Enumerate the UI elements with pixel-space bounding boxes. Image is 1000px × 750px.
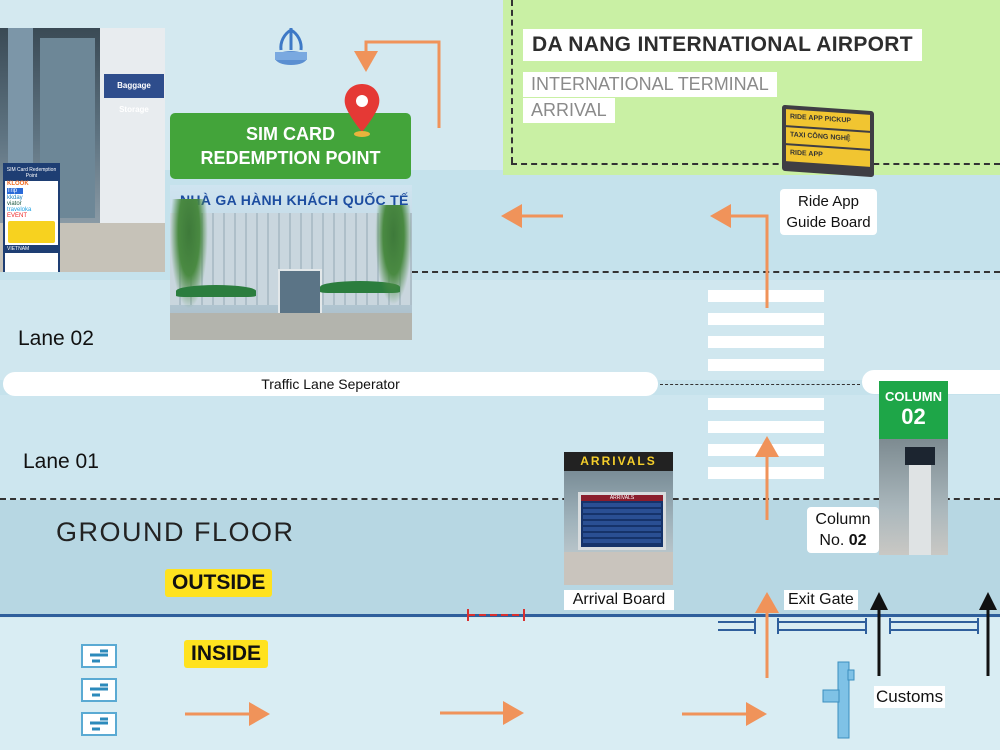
- arrival-screen: ARRIVALS: [578, 492, 666, 550]
- column-label: Column No. 02: [807, 507, 879, 553]
- stand-sim-card: [8, 221, 55, 243]
- location-pin-icon: [344, 84, 380, 137]
- ride-app-label-line1: Ride App: [798, 193, 859, 210]
- baggage-storage-photo: Baggage Storage SIM Card Redemption Poin…: [0, 28, 165, 272]
- inside-label: INSIDE: [184, 640, 269, 668]
- board-base: [564, 552, 673, 585]
- column-pillar: [909, 459, 931, 555]
- stand-brand-klook: KLOOK: [7, 181, 29, 187]
- column-sign: COLUMN 02: [879, 381, 948, 439]
- security-gate-icon: [822, 661, 855, 739]
- outside-label: OUTSIDE: [165, 569, 273, 597]
- lane-02-label: Lane 02: [18, 327, 94, 350]
- palm-tree: [375, 205, 412, 305]
- lane-01-label: Lane 01: [23, 450, 99, 473]
- baggage-storage-sign: Baggage Storage: [104, 74, 164, 114]
- wall-opening-marker: [467, 609, 525, 621]
- ground-floor-title: GROUND FLOOR: [56, 517, 295, 547]
- arrivals-sign: ARRIVALS: [564, 452, 673, 471]
- stand-brand-viator: viator: [7, 201, 22, 207]
- exit-gate-label: Exit Gate: [784, 590, 858, 610]
- airport-name: DA NANG INTERNATIONAL AIRPORT: [523, 29, 922, 61]
- column-screen: [905, 447, 935, 465]
- terminal-name: INTERNATIONAL TERMINAL: [523, 72, 777, 97]
- column-label-prefix: No.: [819, 532, 849, 549]
- terminal-building-photo: NHÀ GA HÀNH KHÁCH QUỐC TẾ: [170, 185, 412, 340]
- customs-arrow-icon: [870, 592, 997, 676]
- inside-band: [0, 618, 1000, 750]
- sim-label-line1: SIM CARD: [246, 124, 335, 144]
- conveyor-icon: [81, 678, 117, 702]
- traffic-lane-separator: Traffic Lane Seperator: [3, 372, 658, 396]
- conveyor-icon: [81, 644, 117, 668]
- column-label-line1: Column: [815, 511, 871, 528]
- sim-card-redemption-label: SIM CARD REDEMPTION POINT: [170, 113, 411, 179]
- crosswalk-stripe: [708, 421, 824, 433]
- stand-brand-vietnam: VIETNAM: [5, 245, 58, 253]
- crosswalk-stripe: [708, 336, 824, 348]
- lane-divider-line: [660, 384, 860, 385]
- stand-brand-event: EVENT: [7, 213, 28, 219]
- terminal-zone-border-left: [511, 0, 513, 163]
- crosswalk-stripe: [708, 359, 824, 371]
- screen-rows: [583, 503, 661, 543]
- terminal-wall-line: [0, 614, 1000, 617]
- conveyor-icon: [81, 712, 117, 736]
- customs-label: Customs: [874, 686, 946, 708]
- stand-brand-kkday: kkday: [7, 195, 23, 201]
- stand-brand-traveloka: traveloka: [7, 207, 32, 213]
- column-photo: [879, 439, 948, 555]
- arrival-screen-title: ARRIVALS: [581, 495, 663, 501]
- lane-02-band: [0, 280, 1000, 380]
- lane-01-band: [0, 395, 1000, 500]
- column-label-line2: No. 02: [811, 530, 875, 551]
- column-sign-number: 02: [901, 404, 926, 429]
- ground: [170, 313, 412, 340]
- crosswalk-stripe: [708, 313, 824, 325]
- ground-floor-line: [0, 498, 1000, 500]
- arrival-area: ARRIVAL: [523, 98, 615, 123]
- ride-app-label-line2: Guide Board: [786, 214, 871, 231]
- arrival-board-label: Arrival Board: [564, 590, 674, 610]
- gate-barrier: [718, 618, 979, 634]
- arrival-board-photo: ARRIVALS ARRIVALS: [564, 452, 673, 585]
- green-umbrella: [176, 285, 256, 297]
- ride-app-guide-label: Ride App Guide Board: [780, 189, 877, 235]
- building-sign: NHÀ GA HÀNH KHÁCH QUỐC TẾ: [180, 192, 409, 208]
- stand-brand-trip: Trip: [7, 188, 23, 194]
- terminal-zone-border-bottom: [511, 163, 1000, 165]
- column-label-number: 02: [848, 532, 867, 549]
- sim-stand: SIM Card Redemption Point KLOOK Trip kkd…: [3, 163, 60, 272]
- crosswalk-stripe: [708, 398, 824, 410]
- column-sign-word: COLUMN: [884, 389, 943, 404]
- route-arrow-icon: [185, 40, 779, 726]
- storage-wall: [100, 28, 165, 223]
- sim-label-line2: REDEMPTION POINT: [200, 148, 381, 168]
- lane-02-top-line: [412, 271, 1000, 273]
- sim-stand-title: SIM Card Redemption Point: [5, 165, 58, 181]
- fountain-icon: [275, 28, 307, 65]
